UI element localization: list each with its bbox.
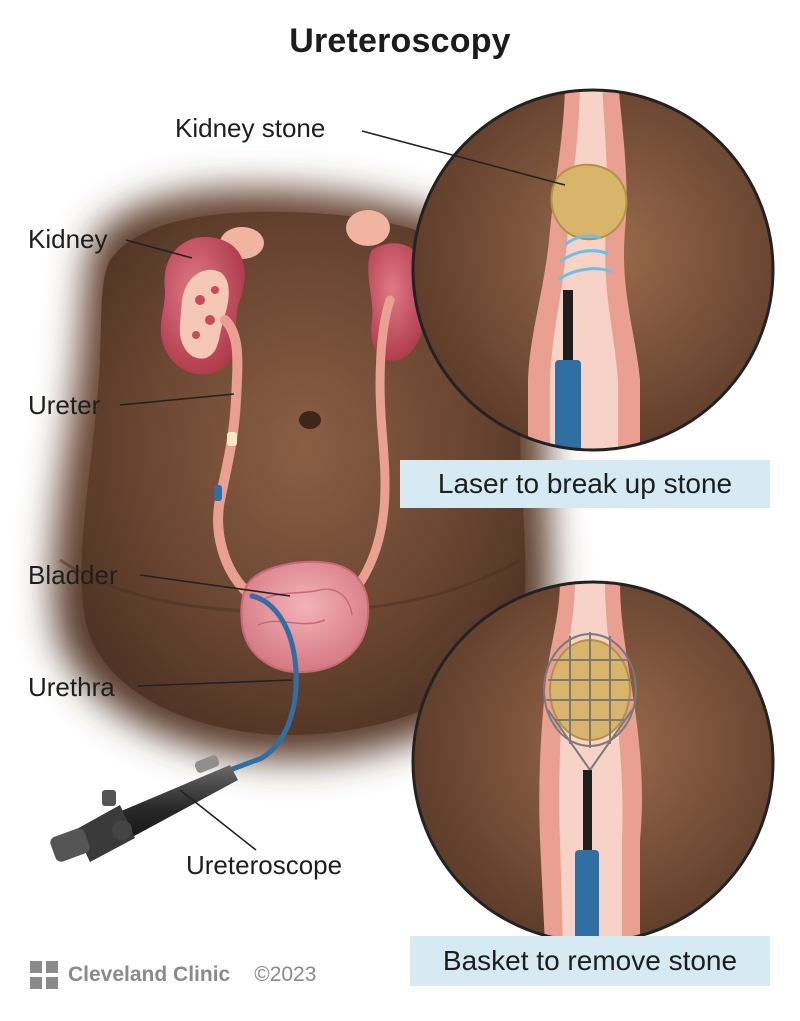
- small-stone: [227, 432, 237, 446]
- leader-ureter: [119, 393, 235, 406]
- bladder: [240, 560, 370, 674]
- navel: [299, 411, 321, 429]
- kidney-stone: [550, 163, 628, 241]
- leader-kidney: [125, 239, 193, 259]
- ureters: [213, 295, 395, 600]
- leader-ureteroscope: [179, 789, 257, 851]
- leader-urethra: [137, 679, 293, 687]
- footer: Cleveland Clinic ©2023: [30, 958, 316, 992]
- label-bladder: Bladder: [28, 560, 118, 590]
- footer-copyright: ©2023: [254, 963, 317, 986]
- leader-kidney-stone: [361, 130, 566, 186]
- leader-lines: [119, 130, 566, 851]
- page-title: Ureteroscopy: [289, 22, 511, 60]
- inset-basket: [411, 580, 775, 944]
- label-kidney-stone: Kidney stone: [175, 113, 326, 143]
- cleveland-clinic-cross-icon: [30, 961, 58, 989]
- label-ureteroscope: Ureteroscope: [186, 850, 343, 880]
- label-urethra: Urethra: [28, 672, 115, 702]
- ureteroscope-device: [50, 755, 265, 862]
- laser-caption: Laser to break up stone: [400, 460, 770, 508]
- basket-caption: Basket to remove stone: [410, 936, 770, 986]
- label-kidney: Kidney: [28, 224, 108, 254]
- inset-laser: [411, 88, 775, 452]
- label-ureter: Ureter: [28, 390, 101, 420]
- scope-tube: [249, 593, 299, 761]
- footer-brand: Cleveland Clinic: [68, 963, 231, 986]
- kidney-left: [160, 227, 264, 375]
- leader-bladder: [139, 574, 291, 597]
